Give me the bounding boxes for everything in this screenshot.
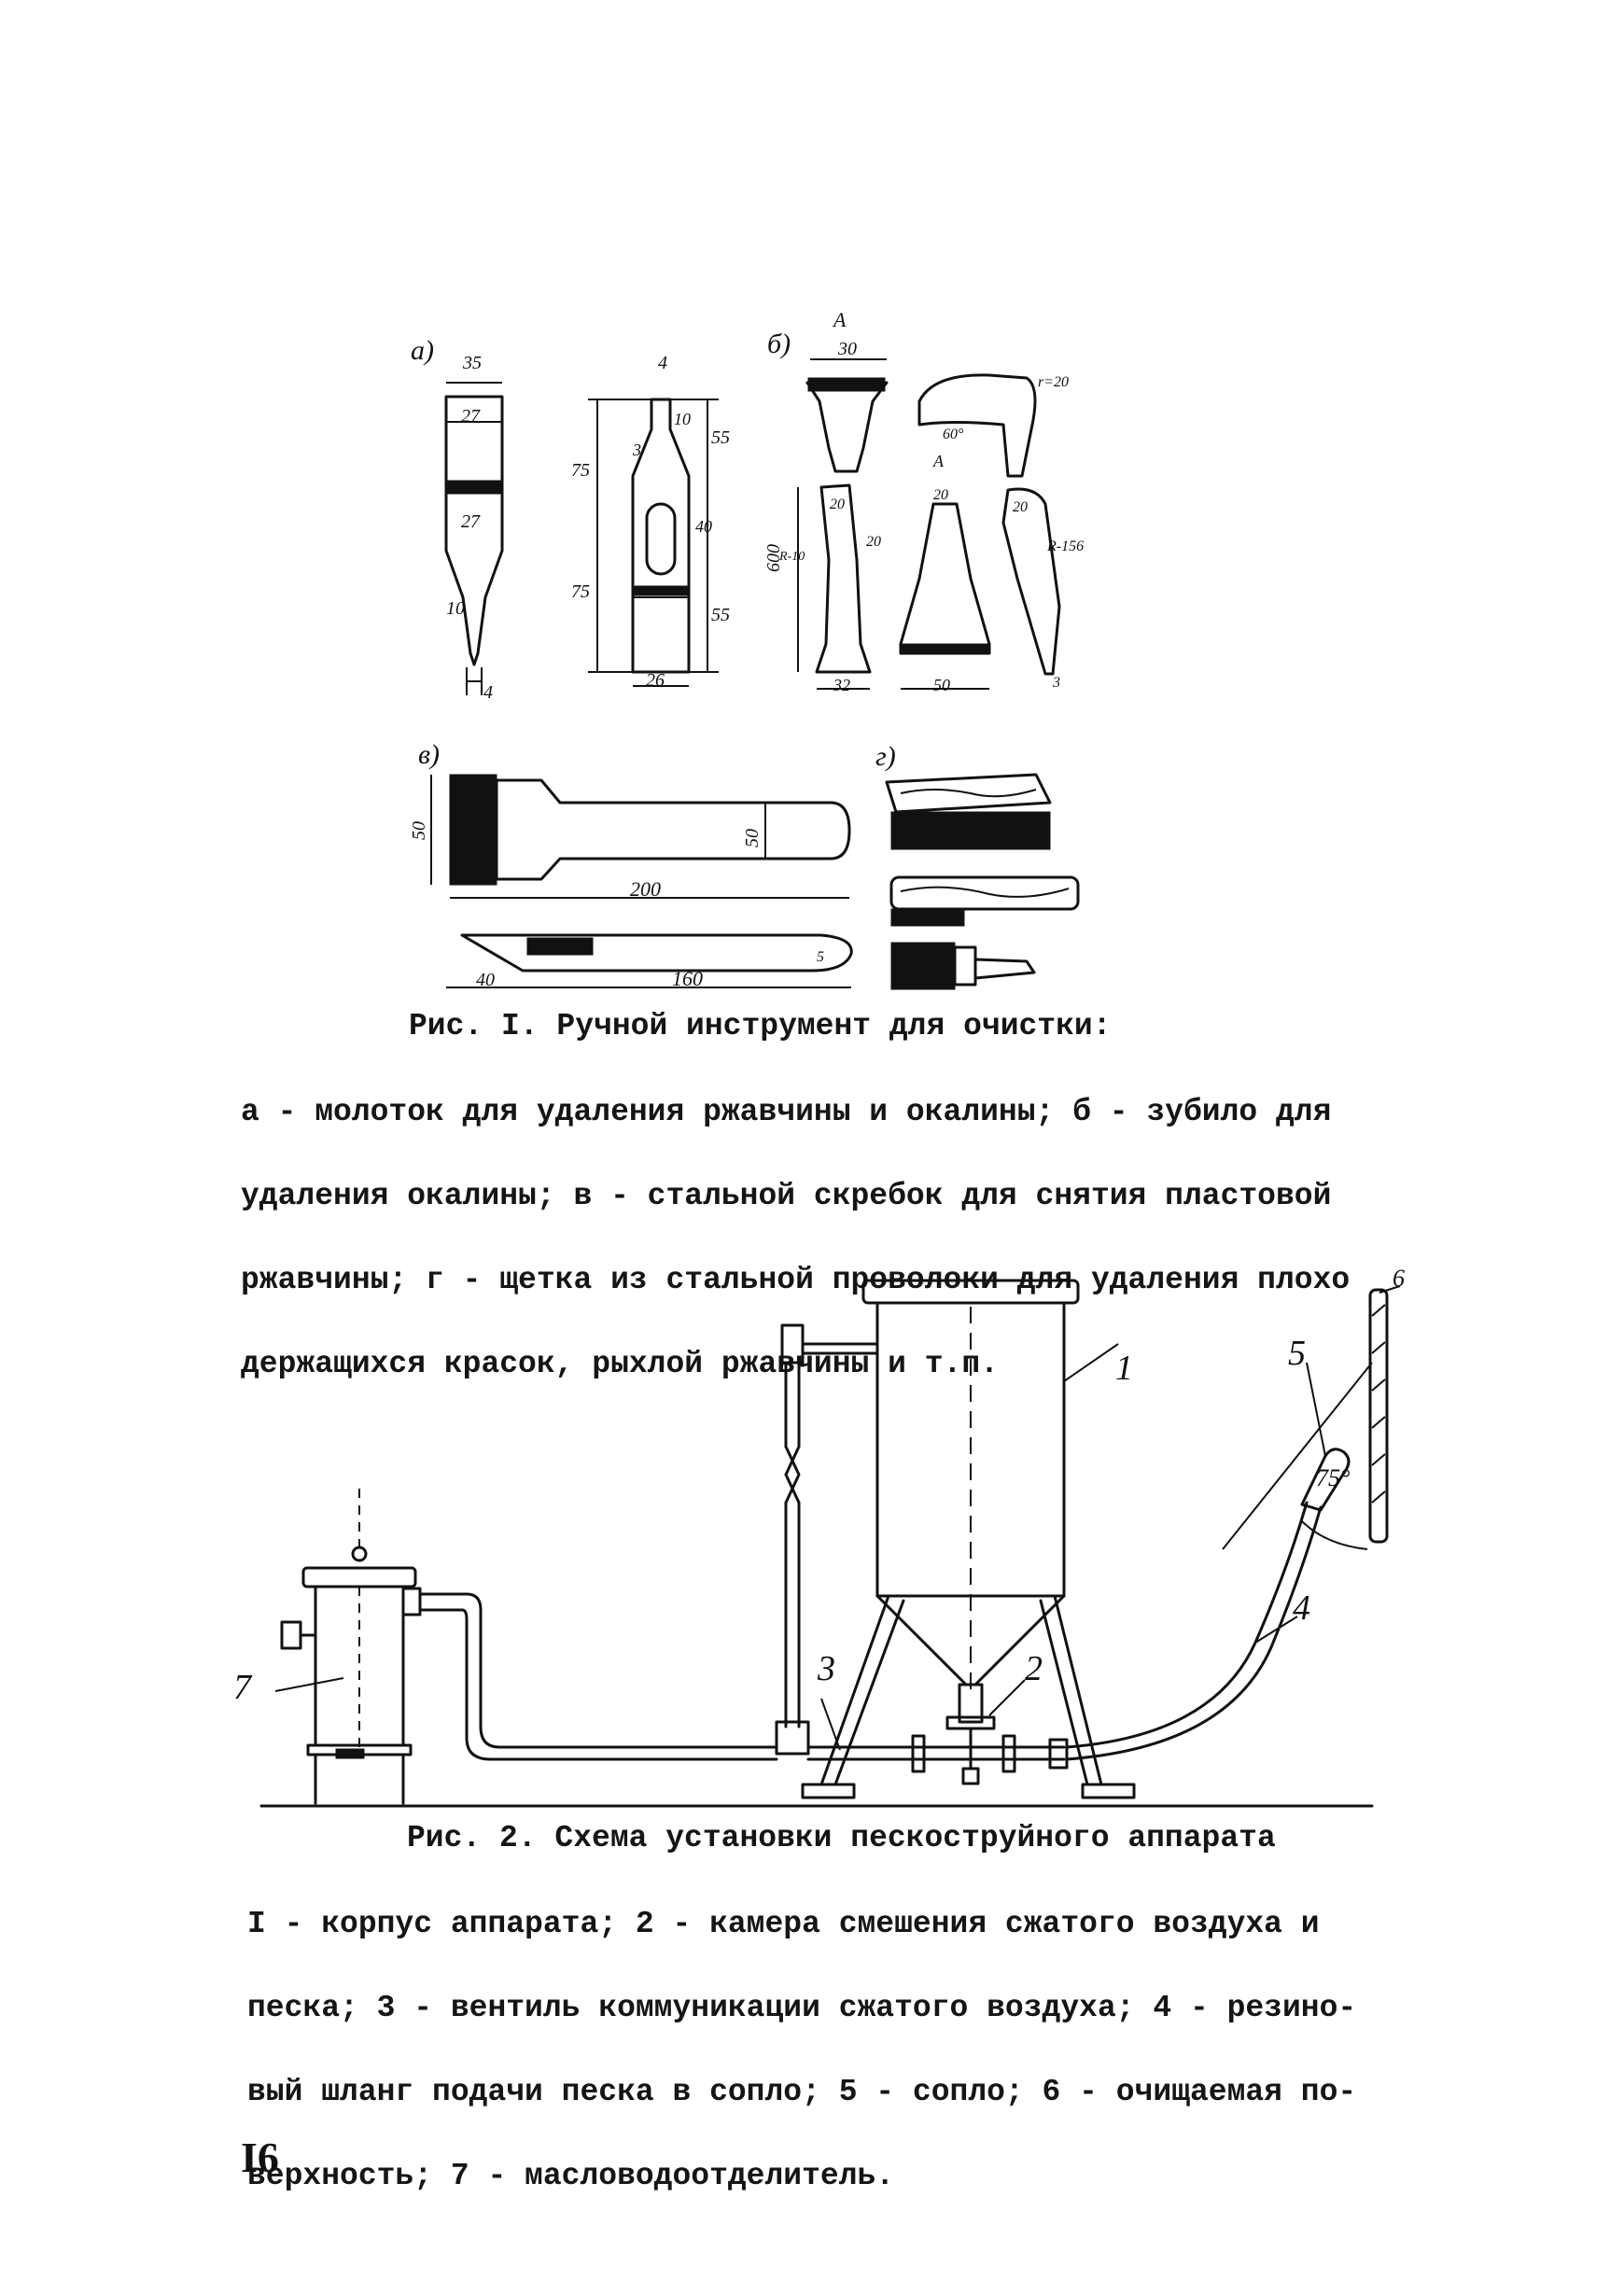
svg-text:3: 3 (1052, 675, 1060, 691)
svg-text:10: 10 (674, 410, 691, 428)
svg-text:26: 26 (646, 670, 665, 691)
svg-text:600: 600 (763, 544, 784, 572)
svg-text:27: 27 (461, 406, 481, 427)
hammer-side-view: 35 27 27 10 4 (444, 353, 504, 703)
label-2: 2 (1025, 1649, 1043, 1688)
svg-text:75: 75 (571, 581, 590, 602)
svg-text:55: 55 (711, 427, 730, 448)
svg-text:20: 20 (830, 497, 845, 512)
svg-text:R-10: R-10 (778, 550, 805, 564)
chisel-views: А 30 r=20 60° 600 20 20 R-10 32 А 20 50 … (763, 308, 1084, 694)
figure-2-caption-line: верхность; 7 - масловодоотделитель. (247, 2159, 895, 2193)
svg-text:20: 20 (866, 534, 881, 550)
svg-text:75: 75 (571, 460, 590, 481)
rubber-hose (1065, 1501, 1323, 1761)
label-7: 7 (233, 1668, 253, 1707)
svg-text:50: 50 (933, 676, 950, 694)
svg-text:50: 50 (409, 821, 429, 840)
figure-1-caption-line: а - молоток для удаления ржавчины и окал… (241, 1095, 1332, 1129)
svg-text:35: 35 (462, 353, 482, 373)
figure-2-caption-line: I - корпус аппарата; 2 - камера смешения… (247, 1907, 1320, 1941)
page-number: I6 (241, 2134, 279, 2181)
wire-brushes (885, 773, 1080, 990)
svg-text:20: 20 (1013, 499, 1028, 515)
panel-b-label: б) (767, 329, 791, 359)
figure-2-caption-body: I - корпус аппарата; 2 - камера смешения… (247, 1854, 1461, 2191)
panel-v-label: в) (418, 739, 440, 770)
svg-text:160: 160 (672, 967, 703, 990)
mixing-chamber (847, 1683, 1069, 1785)
svg-text:А: А (832, 308, 847, 331)
hammer-front-view: 4 75 75 55 55 3 10 40 26 (571, 353, 730, 691)
svg-text:4: 4 (658, 353, 667, 373)
svg-text:r=20: r=20 (1038, 374, 1069, 390)
svg-text:60°: 60° (943, 427, 964, 442)
figure-1-caption-line: ржавчины; г - щетка из стальной проволок… (241, 1263, 1351, 1297)
svg-text:27: 27 (461, 511, 481, 532)
label-3: 3 (817, 1649, 835, 1688)
figure-1-caption-line: держащихся красок, рыхлой ржавчины и т.п… (241, 1347, 999, 1381)
svg-text:4: 4 (483, 682, 493, 703)
svg-text:А: А (932, 452, 945, 470)
svg-text:5: 5 (817, 949, 824, 965)
svg-text:40: 40 (695, 517, 712, 536)
svg-text:10: 10 (446, 598, 465, 619)
svg-text:20: 20 (933, 487, 948, 503)
label-angle: 75° (1316, 1464, 1350, 1491)
figure-2-caption-line: песка; 3 - вентиль коммуникации сжатого … (247, 1991, 1357, 2025)
panel-a-label: а) (411, 335, 434, 366)
figure-2-caption-line: вый шланг подачи песка в сопло; 5 - сопл… (247, 2075, 1357, 2109)
figure-1-caption-title: Рис. I. Ручной инструмент для очистки: (409, 1009, 1112, 1043)
scraper-views: 50 50 200 40 160 5 (409, 774, 853, 990)
figure-1-drawing: а) б) в) г) 35 27 27 10 4 4 75 75 55 55 … (409, 308, 1084, 990)
svg-text:55: 55 (711, 605, 730, 625)
svg-text:32: 32 (833, 676, 850, 694)
label-4: 4 (1293, 1588, 1310, 1628)
svg-text:R-156: R-156 (1046, 539, 1084, 554)
svg-text:40: 40 (476, 970, 495, 990)
svg-text:200: 200 (630, 877, 661, 901)
svg-text:30: 30 (837, 339, 857, 359)
svg-text:3: 3 (632, 441, 641, 459)
figure-2-caption-title: Рис. 2. Схема установки пескоструйного а… (407, 1821, 1276, 1855)
panel-g-label: г) (875, 741, 896, 772)
figure-1-caption-line: удаления окалины; в - стальной скребок д… (241, 1179, 1332, 1213)
svg-text:50: 50 (742, 829, 763, 847)
figure-1-caption-body: а - молоток для удаления ржавчины и окал… (241, 1043, 1454, 1379)
oil-water-separator (280, 1489, 778, 1805)
